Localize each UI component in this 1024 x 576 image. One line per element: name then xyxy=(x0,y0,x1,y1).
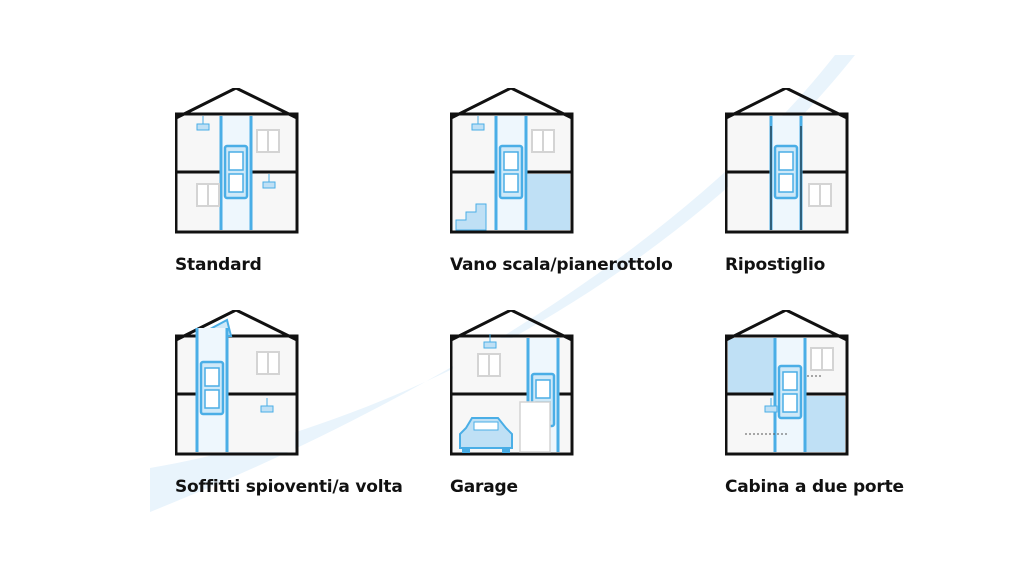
house-diagram xyxy=(725,88,849,234)
panel-label: Soffitti spioventi/a volta xyxy=(175,477,403,497)
house-roof xyxy=(450,88,573,120)
cabin-window xyxy=(228,173,244,193)
house-roof xyxy=(725,310,848,342)
house-roof xyxy=(725,88,848,120)
house-diagram xyxy=(175,310,299,456)
panel-closet: Ripostiglio xyxy=(725,88,965,308)
cabin-window xyxy=(204,367,220,387)
car-wheel xyxy=(462,448,470,453)
house-roof xyxy=(450,310,573,342)
house-roof xyxy=(175,88,298,120)
house-diagram xyxy=(450,88,574,234)
cabin-window xyxy=(782,371,798,391)
cabin-window xyxy=(778,151,794,171)
panel-twodoor: Cabina a due porte xyxy=(725,310,965,530)
ceiling-lamp-icon xyxy=(260,405,274,413)
room-highlight xyxy=(728,338,778,394)
cabin-window xyxy=(782,393,798,413)
cabin-window xyxy=(204,389,220,409)
panel-standard: Standard xyxy=(175,88,415,308)
panel-label: Vano scala/pianerottolo xyxy=(450,255,673,275)
panel-label: Garage xyxy=(450,477,518,497)
house-diagram xyxy=(175,88,299,234)
panel-label: Ripostiglio xyxy=(725,255,826,275)
staircase xyxy=(455,203,487,231)
panel-sloped: Soffitti spioventi/a volta xyxy=(175,310,415,530)
panel-garage: Garage xyxy=(450,310,690,530)
car-wheel xyxy=(502,448,510,453)
ceiling-lamp-icon xyxy=(471,123,485,131)
ceiling-lamp-icon xyxy=(764,405,778,413)
cabin-window xyxy=(778,173,794,193)
car-icon xyxy=(459,417,513,449)
ceiling-lamp-icon xyxy=(483,341,497,349)
ceiling-lamp-icon xyxy=(262,181,276,189)
ceiling-lamp-icon xyxy=(196,123,210,131)
panel-stairwell: Vano scala/pianerottolo xyxy=(450,88,690,308)
room-highlight xyxy=(799,396,845,452)
house-diagram xyxy=(450,310,574,456)
cabin-window xyxy=(503,151,519,171)
cabin-window xyxy=(503,173,519,193)
landing-area xyxy=(528,174,570,230)
house-diagram xyxy=(725,310,849,456)
cabin-window xyxy=(535,379,551,399)
panel-label: Cabina a due porte xyxy=(725,477,904,497)
car-windshield xyxy=(473,421,499,431)
cabin-window xyxy=(228,151,244,171)
panel-label: Standard xyxy=(175,255,262,275)
garage-door xyxy=(519,401,551,453)
